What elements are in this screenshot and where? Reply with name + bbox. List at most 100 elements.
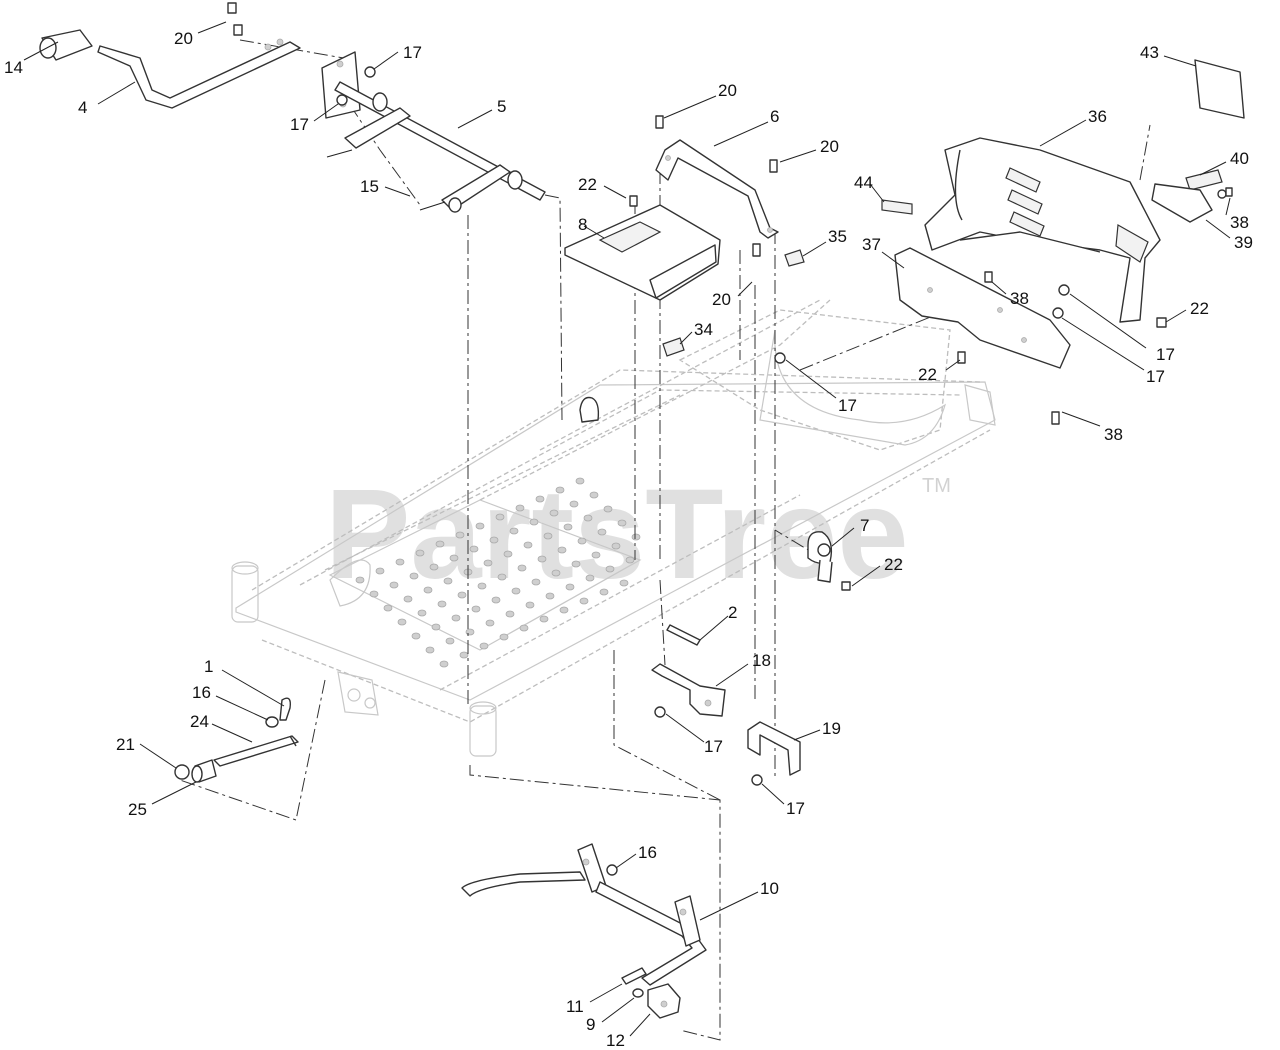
floor-hole [437,600,447,608]
floor-hole [397,618,407,626]
floor-hole [597,528,607,536]
floor-hole [557,546,567,554]
callout-40: 40 [1230,149,1249,168]
floor-hole [565,583,575,591]
floor-hole [519,624,529,632]
floor-hole [411,632,421,640]
floor-plate-holes [355,477,641,668]
floor-hole [545,592,555,600]
floor-hole [589,491,599,499]
part-9-washer [632,988,644,998]
floor-hole [529,518,539,526]
floor-hole [489,536,499,544]
callout-20-a: 20 [174,29,193,48]
callout-12: 12 [606,1031,625,1050]
floor-hole [599,588,609,596]
callout-38-a: 38 [1230,213,1249,232]
floor-hole [525,601,535,609]
callout-16-b: 16 [638,843,657,862]
floor-hole [549,509,559,517]
floor-hole [403,595,413,603]
floor-hole [559,606,569,614]
floor-hole [537,555,547,563]
part-22-bolt-right [957,317,1167,364]
part-20-screw-right [655,115,778,257]
part-22-screw-top [629,195,638,207]
floor-hole [497,573,507,581]
floor-hole [511,587,521,595]
part-44-decal [881,199,913,215]
floor-hole [505,610,515,618]
floor-hole [439,660,449,668]
part-4-control-lever [97,38,301,109]
part-11-rod-end [621,967,647,985]
floor-hole [583,514,593,522]
callout-17-f: 17 [704,737,723,756]
part-16-washer-left [265,716,279,728]
floor-hole [585,574,595,582]
floor-hole [569,500,579,508]
callout-43: 43 [1140,43,1159,62]
floor-hole [445,637,455,645]
floor-hole [563,523,573,531]
floor-hole [415,549,425,557]
floor-hole [619,579,629,587]
floor-hole [479,642,489,650]
floor-hole [515,504,525,512]
callout-17-g: 17 [786,799,805,818]
floor-hole [571,560,581,568]
callout-17-c: 17 [1156,345,1175,364]
callout-15: 15 [360,177,379,196]
leader-lines [23,21,1231,1037]
part-37-mount-plate [894,247,1071,369]
floor-hole [451,614,461,622]
floor-hole [459,651,469,659]
callout-38-b: 38 [1010,289,1029,308]
callout-22-b: 22 [1190,299,1209,318]
callout-22-c: 22 [918,365,937,384]
floor-hole [483,559,493,567]
floor-hole [477,582,487,590]
floor-hole [523,541,533,549]
floor-hole [409,572,419,580]
callout-5: 5 [497,97,506,116]
floor-hole [499,633,509,641]
floor-hole [517,564,527,572]
part-17-nut-right [774,284,1070,364]
floor-hole [509,527,519,535]
floor-hole [435,540,445,548]
floor-hole [457,591,467,599]
floor-hole [555,486,565,494]
callout-8: 8 [578,215,587,234]
callout-20-c: 20 [820,137,839,156]
floor-hole [383,604,393,612]
callout-11: 11 [566,997,584,1016]
floor-hole [603,505,613,513]
callout-14: 14 [4,58,23,77]
part-2-pin [666,624,701,646]
part-21-nut [174,764,190,780]
part-18-bracket [651,663,726,717]
callout-18: 18 [752,651,771,670]
callout-39: 39 [1234,233,1253,252]
floor-hole [431,623,441,631]
callout-16-a: 16 [192,683,211,702]
part-10-lower-lever [461,843,707,986]
part-25-spacer [191,759,217,783]
part-20-screw-top-left [227,2,243,36]
callout-37: 37 [862,235,881,254]
part-40-39-bracket [1151,169,1227,223]
part-15-pin [326,149,446,211]
callout-1: 1 [204,657,213,676]
part-14-handle-grip [39,29,93,61]
callout-10: 10 [760,879,779,898]
floor-hole [611,542,621,550]
callout-25: 25 [128,800,147,819]
assembly-lines [179,39,1151,1041]
callout-36: 36 [1088,107,1107,126]
callout-labels: 14 4 20 17 17 5 15 20 6 20 22 8 20 35 34… [4,29,1253,1050]
floor-hole [631,533,641,541]
floor-hole [539,615,549,623]
callout-20-d: 20 [712,290,731,309]
floor-hole [503,550,513,558]
